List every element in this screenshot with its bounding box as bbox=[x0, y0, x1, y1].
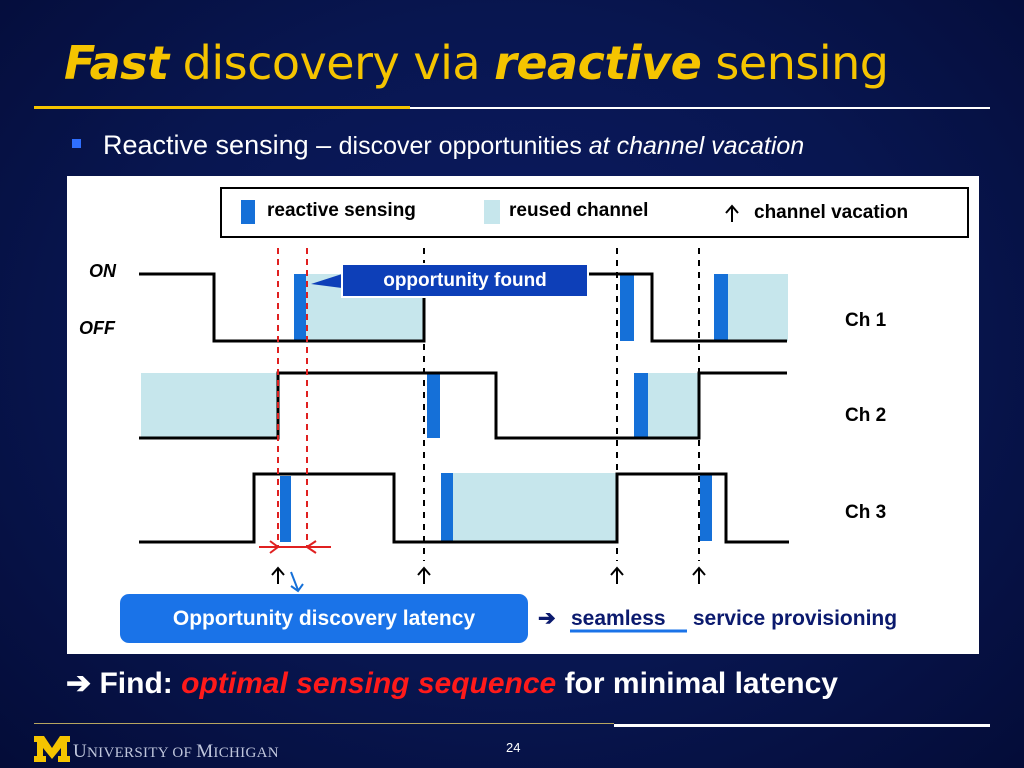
university-m-logo bbox=[34, 736, 70, 762]
on-label: ON bbox=[89, 261, 117, 281]
find-arrow-icon: ➔ bbox=[66, 667, 92, 700]
seamless-arrow-icon: ➔ bbox=[538, 607, 556, 630]
university-text: NIVERSITY OF bbox=[87, 745, 197, 761]
ch2-reused-1 bbox=[141, 373, 278, 438]
vacation-arrow-icon-2 bbox=[417, 566, 431, 584]
bullet-small-text: discover opportunities bbox=[338, 132, 589, 160]
legend-reused-label: reused channel bbox=[509, 200, 648, 221]
ch3-sensing-3 bbox=[700, 473, 712, 541]
ch2-sensing-1 bbox=[427, 373, 440, 438]
legend-reused-swatch bbox=[484, 200, 500, 224]
timing-diagram: reactive sensing reused channel channel … bbox=[79, 187, 969, 643]
title-fast: Fast bbox=[64, 36, 169, 90]
title-rule-white bbox=[410, 107, 990, 109]
legend-box bbox=[220, 187, 969, 238]
ch3-reused-1 bbox=[442, 473, 617, 541]
opportunity-callout-pointer bbox=[311, 274, 342, 288]
latency-box bbox=[120, 594, 528, 643]
ch3-sensing-2 bbox=[441, 473, 453, 541]
find-statement: ➔ Find: optimal sensing sequence for min… bbox=[66, 666, 838, 701]
ch1-waveform bbox=[139, 272, 787, 343]
bullet-point: Reactive sensing – discover opportunitie… bbox=[72, 130, 804, 161]
channel-label-1: Ch 1 bbox=[845, 310, 887, 331]
latency-box-text: Opportunity discovery latency bbox=[173, 607, 476, 630]
opportunity-callout-text: opportunity found bbox=[383, 270, 547, 291]
bullet-italic-text: at channel vacation bbox=[588, 132, 805, 160]
vacation-arrow-icon-3 bbox=[610, 566, 624, 584]
bullet-square-icon bbox=[72, 139, 81, 148]
latency-span-arrows bbox=[259, 540, 331, 554]
vacation-arrow-icon-4 bbox=[692, 566, 706, 584]
find-label: Find: bbox=[91, 667, 182, 700]
diagram-panel: reactive sensing reused channel channel … bbox=[67, 176, 979, 654]
seamless-word: seamless bbox=[571, 607, 666, 630]
title-reactive: reactive bbox=[494, 36, 702, 90]
ch2-sensing-2 bbox=[634, 373, 648, 438]
university-cap-m: M bbox=[196, 741, 214, 762]
off-label: OFF bbox=[79, 318, 116, 338]
footer-rule-right bbox=[614, 724, 990, 727]
find-rest: for minimal latency bbox=[556, 667, 838, 700]
channel-label-3: Ch 3 bbox=[845, 502, 886, 523]
legend-sensing-label: reactive sensing bbox=[267, 200, 416, 221]
opportunity-callout-box bbox=[341, 263, 589, 298]
university-rest: ICHIGAN bbox=[213, 745, 279, 761]
page-number: 24 bbox=[506, 740, 521, 755]
university-name: UNIVERSITY OF MICHIGAN bbox=[73, 741, 279, 763]
ch1-sensing-3 bbox=[714, 274, 728, 341]
service-provisioning-text: service provisioning bbox=[687, 607, 897, 630]
ch1-sensing-1 bbox=[294, 274, 306, 341]
find-highlight: optimal sensing sequence bbox=[181, 667, 557, 700]
legend-vacation-arrow-icon bbox=[725, 204, 739, 222]
bullet-main-text: Reactive sensing – bbox=[103, 130, 339, 160]
ch3-sensing-1 bbox=[280, 476, 291, 542]
slide-title: Fast discovery via reactive sensing bbox=[64, 36, 889, 90]
ch1-sensing-2 bbox=[620, 274, 634, 341]
latency-pointer-icon bbox=[290, 571, 304, 593]
legend-sensing-swatch bbox=[241, 200, 255, 224]
title-rule-yellow bbox=[34, 106, 410, 109]
title-sensing: sensing bbox=[701, 36, 889, 90]
footer-rule-left bbox=[34, 723, 614, 724]
legend-vacation-label: channel vacation bbox=[754, 202, 908, 223]
vacation-arrow-icon-1 bbox=[271, 566, 285, 584]
title-discovery-via: discovery via bbox=[168, 36, 495, 90]
ch3-waveform bbox=[139, 472, 789, 544]
university-cap-u: U bbox=[73, 741, 88, 762]
channel-label-2: Ch 2 bbox=[845, 405, 886, 426]
ch2-reused-2 bbox=[638, 373, 699, 438]
